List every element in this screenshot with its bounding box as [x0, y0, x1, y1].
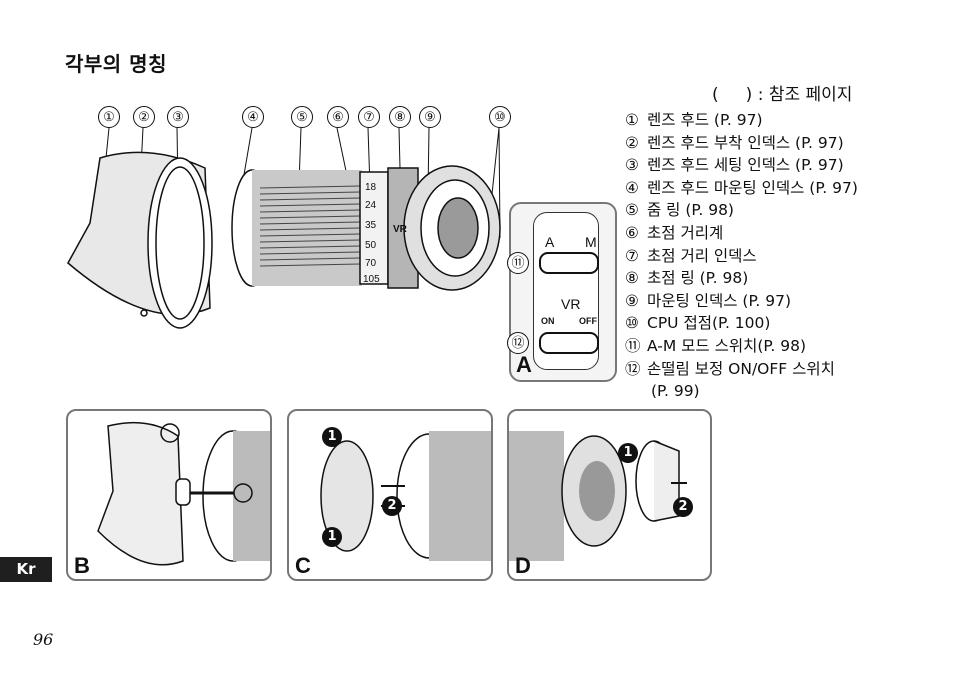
af-label: A [545, 234, 555, 250]
vr-on-off-switch[interactable] [539, 332, 599, 354]
focal-length-mark: 105 [363, 274, 380, 285]
legend-text: 렌즈 후드 부착 인덱스 (P. 97) [647, 133, 844, 152]
legend-number: ⑪ [625, 336, 641, 355]
lens-and-hood-illustration: 18 24 35 50 70 105 VR [67, 128, 501, 329]
legend-item: ⑫ 손떨림 보정 ON/OFF 스위치 [625, 358, 858, 381]
legend-number: ② [625, 133, 639, 152]
callout-3: ③ [167, 106, 189, 128]
legend-text: 렌즈 후드 마운팅 인덱스 (P. 97) [647, 178, 858, 197]
legend-text: 초점 링 (P. 98) [647, 269, 749, 288]
legend-text: A-M 모드 스위치(P. 98) [647, 336, 806, 355]
legend-text: (P. 99) [651, 382, 700, 401]
panel-b: B [66, 409, 272, 581]
lens-barrel-drawing [231, 165, 501, 291]
callout-6: ⑥ [327, 106, 349, 128]
vr-title: VR [561, 296, 581, 312]
legend-text: 렌즈 후드 (P. 97) [647, 111, 763, 129]
hood-attach-illustration [97, 421, 270, 566]
focal-length-mark: 24 [365, 200, 377, 211]
legend-item: ⑧ 초점 링 (P. 98) [625, 267, 858, 290]
focal-length-mark: 50 [365, 240, 377, 251]
panel-a: A M VR ON OFF ⑪ ⑫ A [507, 202, 617, 382]
legend-item: ② 렌즈 후드 부착 인덱스 (P. 97) [625, 132, 858, 155]
legend-number: ① [625, 111, 639, 129]
legend-number: ⑧ [625, 269, 639, 288]
legend-number: ④ [625, 178, 639, 197]
legend-item: ⑩ CPU 접점(P. 100) [625, 312, 858, 335]
mf-label: M [585, 234, 597, 250]
legend-item: ⑤ 줌 링 (P. 98) [625, 199, 858, 222]
callout-7: ⑦ [358, 106, 380, 128]
callout-11: ⑪ [507, 252, 529, 274]
callout-8: ⑧ [389, 106, 411, 128]
callout-4: ④ [242, 106, 264, 128]
panel-d-letter: D [515, 553, 531, 578]
legend-text: 초점 거리계 [647, 223, 724, 242]
callout-5: ⑤ [291, 106, 313, 128]
legend-text: 줌 링 (P. 98) [647, 201, 734, 220]
page-number: 96 [33, 630, 54, 649]
legend-text: CPU 접점(P. 100) [647, 314, 771, 333]
reference-page-note: ( ) : 참조 페이지 [712, 85, 853, 105]
legend-item: ⑥ 초점 거리계 [625, 222, 858, 245]
step-2-badge: 2 [382, 496, 402, 516]
legend-number: ③ [625, 156, 639, 175]
legend-text: 렌즈 후드 세팅 인덱스 (P. 97) [647, 156, 844, 175]
step-1-badge: 1 [322, 527, 342, 547]
legend-number: ⑫ [625, 359, 641, 378]
legend-number: ⑩ [625, 314, 639, 333]
legend-item: (P. 99) [625, 380, 858, 403]
vr-label: VR [393, 224, 408, 235]
focal-length-mark: 35 [365, 220, 377, 231]
legend-number: ⑦ [625, 246, 639, 265]
step-2-badge: 2 [673, 497, 693, 517]
focal-length-mark: 18 [365, 182, 377, 193]
step-1-badge: 1 [618, 443, 638, 463]
legend-item: ④ 렌즈 후드 마운팅 인덱스 (P. 97) [625, 177, 858, 200]
lens-hood-drawing [67, 151, 213, 329]
page-title: 각부의 명칭 [65, 52, 167, 76]
legend-text: 손떨림 보정 ON/OFF 스위치 [647, 359, 835, 378]
legend-item: ⑪ A-M 모드 스위치(P. 98) [625, 335, 858, 358]
panel-c: 1 1 2 C [287, 409, 493, 581]
focal-length-scale: 18 24 35 50 70 105 VR [363, 182, 408, 285]
panel-b-letter: B [74, 553, 90, 578]
step-1-badge: 1 [322, 427, 342, 447]
legend-number: ⑥ [625, 223, 639, 242]
callout-10: ⑩ [489, 106, 511, 128]
legend-number: ⑤ [625, 201, 639, 220]
focal-length-mark: 70 [365, 258, 377, 269]
legend-number: ⑨ [625, 291, 639, 310]
callout-2: ② [133, 106, 155, 128]
panel-c-letter: C [295, 553, 311, 578]
vr-off-label: OFF [579, 316, 597, 326]
legend-text: 초점 거리 인덱스 [647, 246, 757, 265]
panel-a-letter: A [516, 352, 532, 377]
callout-1: ① [98, 106, 120, 128]
legend-text: 마운팅 인덱스 (P. 97) [647, 291, 792, 310]
rear-cap-illustration [509, 431, 687, 561]
callout-9: ⑨ [419, 106, 441, 128]
legend-item: ① 렌즈 후드 (P. 97) [625, 109, 858, 132]
parts-legend: ① 렌즈 후드 (P. 97) ② 렌즈 후드 부착 인덱스 (P. 97) ③ 렌즈… [625, 109, 858, 403]
legend-item: ⑦ 초점 거리 인덱스 [625, 245, 858, 268]
callout-12: ⑫ [507, 332, 529, 354]
language-tab: Kr [0, 557, 52, 582]
legend-item: ③ 렌즈 후드 세팅 인덱스 (P. 97) [625, 154, 858, 177]
front-cap-illustration [320, 431, 491, 561]
legend-item: ⑨ 마운팅 인덱스 (P. 97) [625, 290, 858, 313]
a-m-mode-switch[interactable] [539, 252, 599, 274]
vr-on-label: ON [541, 316, 555, 326]
panel-d: 1 2 D [507, 409, 712, 581]
